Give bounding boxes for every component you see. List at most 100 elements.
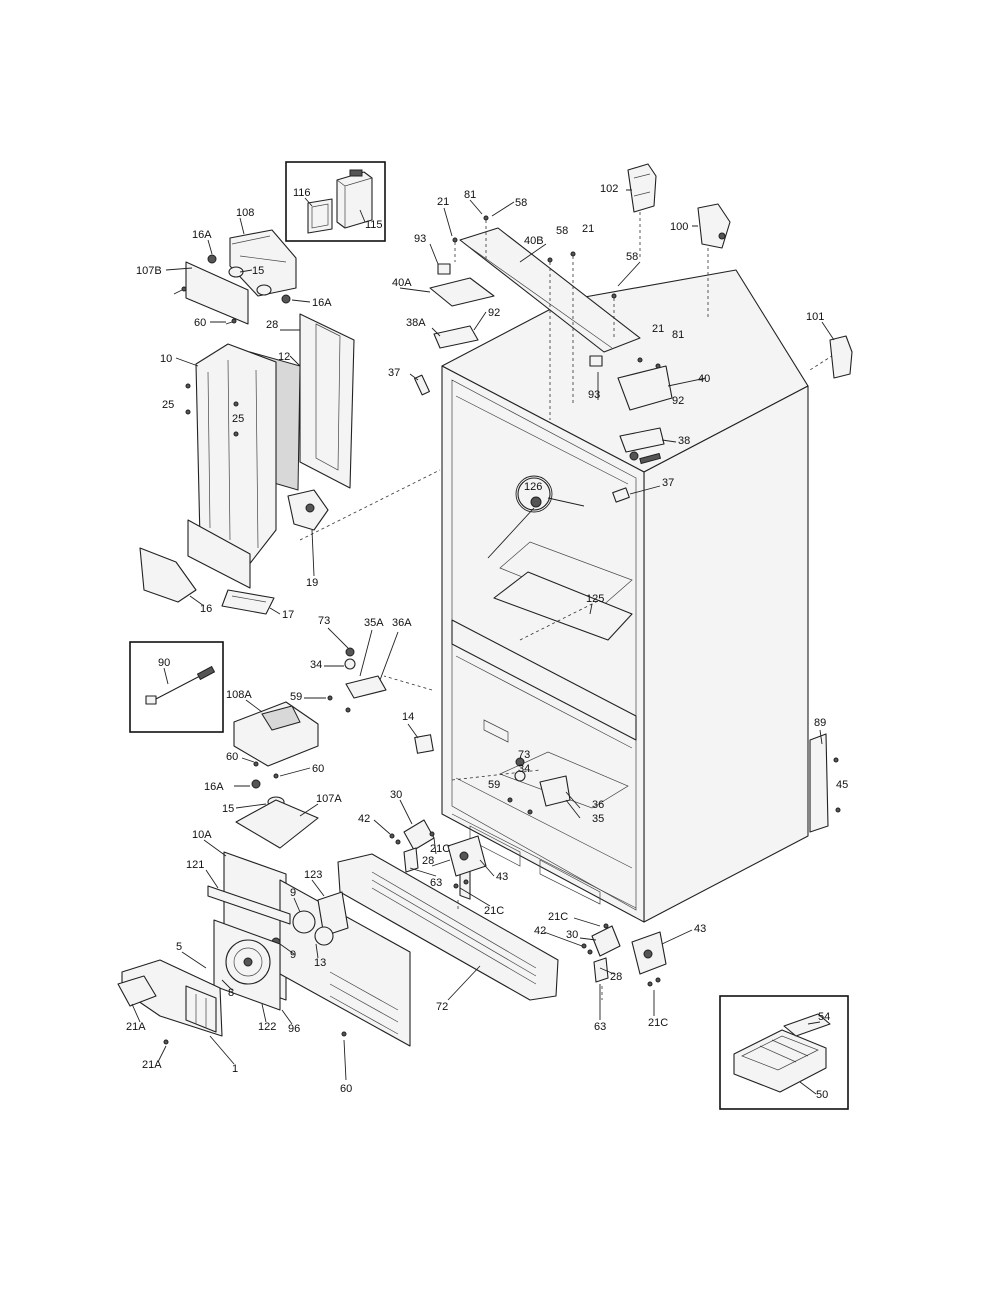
callout-17: 17 <box>282 609 294 621</box>
callout-28-mid: 28 <box>422 855 434 867</box>
callout-15-low: 15 <box>222 803 234 815</box>
callout-45: 45 <box>836 779 848 791</box>
callout-123: 123 <box>304 869 322 881</box>
callout-16A-mid: 16A <box>312 297 332 309</box>
callout-42-left: 42 <box>358 813 370 825</box>
callout-1: 1 <box>232 1063 238 1075</box>
callout-73-lower: 73 <box>518 749 530 761</box>
callout-21A-upper: 21A <box>126 1021 146 1033</box>
callout-21A-lower: 21A <box>142 1059 162 1071</box>
callout-63-right: 63 <box>594 1021 606 1033</box>
callout-115: 115 <box>365 219 383 231</box>
callout-38: 38 <box>678 435 690 447</box>
callout-125: 125 <box>586 593 604 605</box>
callout-93-top: 93 <box>414 233 426 245</box>
callout-60-mid-left: 60 <box>226 751 238 763</box>
callout-21C-c: 21C <box>548 911 568 923</box>
callout-58-top: 58 <box>515 197 527 209</box>
callout-36A: 36A <box>392 617 412 629</box>
callout-40A: 40A <box>392 277 412 289</box>
callout-5: 5 <box>176 941 182 953</box>
callout-34-mid: 34 <box>310 659 322 671</box>
callout-21C-b: 21C <box>484 905 504 917</box>
callout-102: 102 <box>600 183 618 195</box>
fan-evaporator-assembly <box>117 851 411 1047</box>
callout-25-left: 25 <box>162 399 174 411</box>
callout-10: 10 <box>160 353 172 365</box>
callout-122: 122 <box>258 1021 276 1033</box>
callout-107B: 107B <box>136 265 162 277</box>
callout-35A: 35A <box>364 617 384 629</box>
callout-28-top: 28 <box>266 319 278 331</box>
hinge-parts-top-right <box>627 163 853 379</box>
inset-box-50-54: 54 50 <box>719 995 849 1110</box>
callout-42-right: 42 <box>534 925 546 937</box>
callout-92-top: 92 <box>488 307 500 319</box>
callout-19: 19 <box>306 577 318 589</box>
callout-126: 126 <box>524 481 542 493</box>
callout-92-right: 92 <box>672 395 684 407</box>
callout-36: 36 <box>592 799 604 811</box>
callout-12: 12 <box>278 351 290 363</box>
callout-10A: 10A <box>192 829 212 841</box>
callout-90: 90 <box>158 657 170 669</box>
callout-54: 54 <box>818 1011 830 1023</box>
callout-25-mid: 25 <box>232 413 244 425</box>
callout-16A-low: 16A <box>204 781 224 793</box>
callout-60-top: 60 <box>194 317 206 329</box>
callout-60-bottom: 60 <box>340 1083 352 1095</box>
mid-left-assembly <box>233 647 571 849</box>
callout-107A: 107A <box>316 793 342 805</box>
callout-37-right: 37 <box>662 477 674 489</box>
callout-21C-d: 21C <box>648 1017 668 1029</box>
callout-60-mid-right: 60 <box>312 763 324 775</box>
callout-100: 100 <box>670 221 688 233</box>
callout-8: 8 <box>228 987 234 999</box>
callout-59-mid: 59 <box>290 691 302 703</box>
callout-21-mid: 21 <box>582 223 594 235</box>
callout-101: 101 <box>806 311 824 323</box>
callout-21-top: 21 <box>437 196 449 208</box>
callout-96: 96 <box>288 1023 300 1035</box>
callout-73-mid: 73 <box>318 615 330 627</box>
callout-108A: 108A <box>226 689 252 701</box>
callout-89: 89 <box>814 717 826 729</box>
callout-16: 16 <box>200 603 212 615</box>
callout-13: 13 <box>314 957 326 969</box>
callout-43-left: 43 <box>496 871 508 883</box>
callout-59-lower: 59 <box>488 779 500 791</box>
callout-30-right: 30 <box>566 929 578 941</box>
callout-58-mid: 58 <box>556 225 568 237</box>
callout-108: 108 <box>236 207 254 219</box>
callout-37-left: 37 <box>388 367 400 379</box>
callout-93-mid: 93 <box>588 389 600 401</box>
callout-38A: 38A <box>406 317 426 329</box>
callout-121: 121 <box>186 859 204 871</box>
callout-58-right: 58 <box>626 251 638 263</box>
callout-63-left: 63 <box>430 877 442 889</box>
callout-9-lower: 9 <box>290 949 296 961</box>
callout-50: 50 <box>816 1089 828 1101</box>
callout-21C-a: 21C <box>430 843 450 855</box>
callout-16A-top: 16A <box>192 229 212 241</box>
inset-box-90: 90 <box>129 641 224 733</box>
callout-34-lower: 34 <box>518 763 530 775</box>
callout-40: 40 <box>698 373 710 385</box>
callout-81-top: 81 <box>464 189 476 201</box>
refrigerator-cabinet <box>383 206 841 923</box>
callout-15-top: 15 <box>252 265 264 277</box>
callout-40B: 40B <box>524 235 544 247</box>
inset-box-115-116: 116 115 <box>285 161 386 242</box>
callout-81-right: 81 <box>672 329 684 341</box>
callout-21-right: 21 <box>652 323 664 335</box>
callout-43-right: 43 <box>694 923 706 935</box>
callout-14: 14 <box>402 711 414 723</box>
lower-hinge-assembly <box>337 819 667 1001</box>
callout-35: 35 <box>592 813 604 825</box>
callout-30-left: 30 <box>390 789 402 801</box>
callout-9-upper: 9 <box>290 887 296 899</box>
left-duct-assembly <box>139 229 441 615</box>
callout-116: 116 <box>293 187 311 199</box>
callout-72: 72 <box>436 1001 448 1013</box>
